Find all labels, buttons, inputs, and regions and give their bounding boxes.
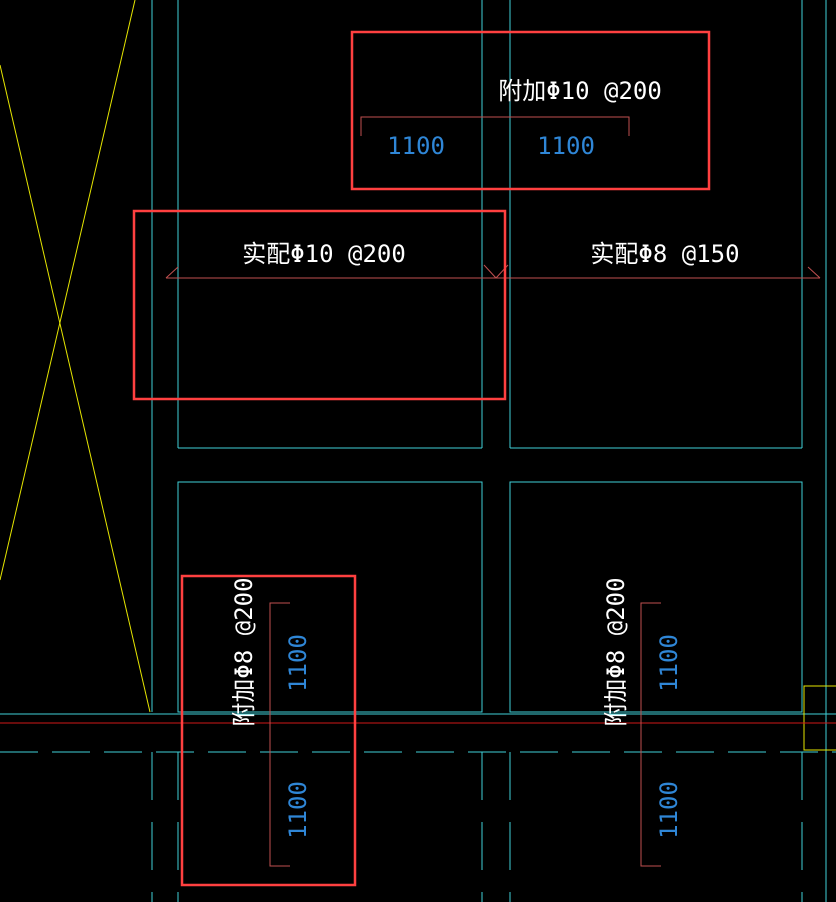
- slab-panel-left: [177, 481, 483, 713]
- rebar-arrow-right: [807, 266, 821, 279]
- cross-diagonal-2: [0, 0, 136, 581]
- top-additional-label: 附加Φ10 @200: [498, 77, 662, 105]
- bottom-left-dim-lower: 1100: [284, 781, 312, 839]
- yellow-cross-opening: [0, 0, 151, 713]
- highlight-box-top-additional: [350, 30, 711, 191]
- yellow-edge-bracket: [803, 685, 836, 751]
- bracket-line: [640, 602, 661, 867]
- bracket-line: [269, 602, 290, 867]
- bottom-right-dim-upper: 1100: [655, 634, 683, 692]
- bottom-right-dim-lower: 1100: [655, 781, 683, 839]
- rebar-arrow-mid-left: [483, 264, 497, 279]
- highlight-box-actual-left: [132, 209, 507, 401]
- bottom-right-additional-label: 附加Φ8 @200: [602, 577, 630, 726]
- highlight-box-bottom-left: [180, 574, 357, 887]
- bottom-left-rebar-bracket: [269, 602, 290, 867]
- rebar-arrow-left: [165, 266, 179, 279]
- highlight-boxes: [132, 30, 711, 887]
- bottom-left-dim-upper: 1100: [284, 634, 312, 692]
- actual-left-label: 实配Φ10 @200: [242, 240, 406, 268]
- actual-rebar-line: [165, 264, 821, 279]
- bracket-line: [360, 116, 630, 136]
- cross-diagonal-1: [0, 64, 151, 713]
- bottom-right-rebar-bracket: [640, 602, 661, 867]
- top-additional-rebar-bracket: [360, 116, 630, 136]
- bottom-left-additional-label: 附加Φ8 @200: [230, 577, 258, 726]
- top-dim-left: 1100: [387, 132, 445, 160]
- top-dim-right: 1100: [537, 132, 595, 160]
- bracket-line: [803, 685, 836, 751]
- actual-right-label: 实配Φ8 @150: [590, 240, 739, 268]
